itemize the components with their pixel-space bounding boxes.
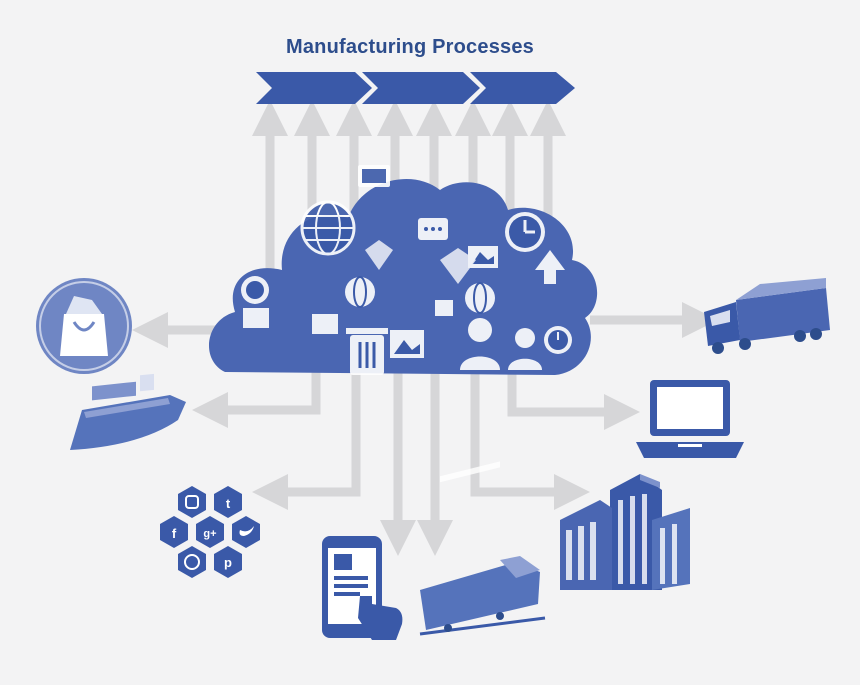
process-chevron-3 <box>470 72 575 104</box>
process-chevrons <box>256 72 575 104</box>
shopping-bag-icon <box>36 278 132 374</box>
smartphone-touch-icon <box>322 536 403 640</box>
process-chevron-1 <box>256 72 372 104</box>
buildings-icon <box>560 474 690 590</box>
social-letter-t: t <box>226 496 231 511</box>
diagram-title: Manufacturing Processes <box>285 36 534 58</box>
process-chevron-2 <box>362 72 480 104</box>
social-letter-p: p <box>224 555 232 570</box>
social-letter-f: f <box>172 526 177 541</box>
cloud-of-app-icons <box>208 165 598 375</box>
train-icon <box>419 461 546 636</box>
cargo-ship-icon <box>70 373 186 450</box>
social-letter-gplus: g+ <box>203 528 216 540</box>
out-arrows <box>132 302 718 556</box>
social-media-hexagons-icon: t f g+ p <box>160 486 260 578</box>
laptop-icon <box>636 380 744 458</box>
truck-icon <box>704 278 830 354</box>
